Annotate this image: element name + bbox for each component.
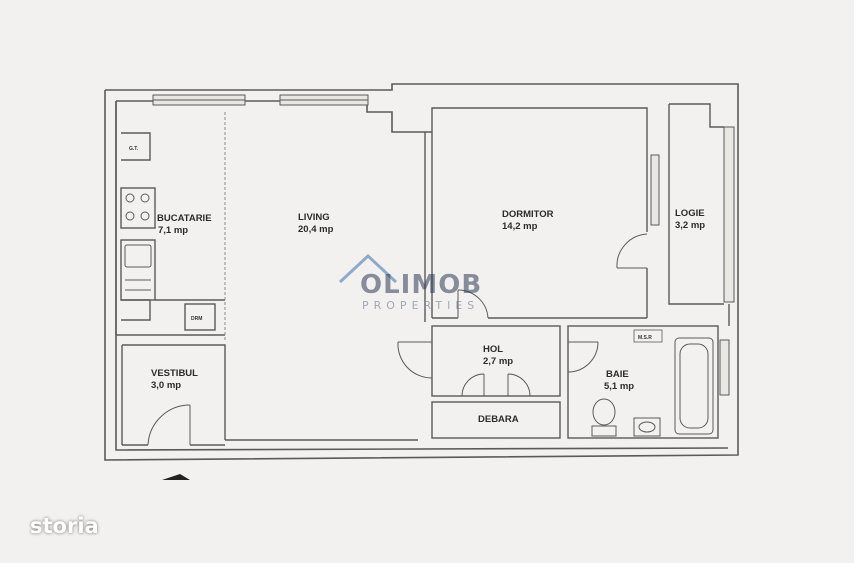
label-vestibul: VESTIBUL [151,368,198,379]
area-hol: 2,7 mp [483,356,513,367]
label-baie: BAIE [606,369,629,380]
window-dormitor-logie [650,154,660,226]
bathtub-icon [674,337,714,435]
label-bucatarie: BUCATARIE [157,213,212,224]
door-hol-living [397,341,433,379]
house-roof-icon [338,253,398,284]
area-baie: 5,1 mp [604,381,634,392]
door-dormitor-balcony [616,233,648,269]
area-living: 20,4 mp [298,224,334,235]
stove-icon [125,193,150,221]
label-hol: HOL [483,344,503,355]
baie-walls [567,325,719,439]
area-logie: 3,2 mp [675,220,705,231]
sink-box [633,329,663,343]
dormitor-walls [424,107,648,322]
gas-meter-label: G.T. [129,146,139,152]
door-baie [567,341,599,373]
watermark-title: OLIMOB [360,270,482,300]
watermark-subtitle: PROPERTIES [362,299,479,312]
area-vestibul: 3,0 mp [151,380,181,391]
kitchen-walls [115,101,225,336]
label-debara: DEBARA [478,414,519,425]
hol-walls [431,325,561,397]
debara-walls [431,401,561,439]
label-logie: LOGIE [675,208,705,219]
window-logie [723,126,735,303]
vestibul-walls [121,344,226,446]
storia-brand-logo: storia [30,514,99,538]
window-baie [719,339,730,396]
label-dormitor: DORMITOR [502,209,554,220]
entrance-arrow-icon [162,474,190,480]
window-kitchen [152,94,246,106]
olimob-watermark: OLIMOB PROPERTIES [338,253,482,312]
area-bucatarie: 7,1 mp [158,225,188,236]
sink-icon [124,244,152,291]
washbasin-icon [633,417,661,437]
sink-box-label: M.S.R [638,335,652,341]
door-entrance [147,404,191,446]
door-hol-dormitor [457,289,489,319]
logie-walls [668,103,724,305]
small-box-label: DRM [191,316,202,322]
area-dormitor: 14,2 mp [502,221,538,232]
door-hol-debara [461,373,531,397]
toilet-icon [591,398,617,437]
label-living: LIVING [298,212,330,223]
window-living [279,94,369,106]
